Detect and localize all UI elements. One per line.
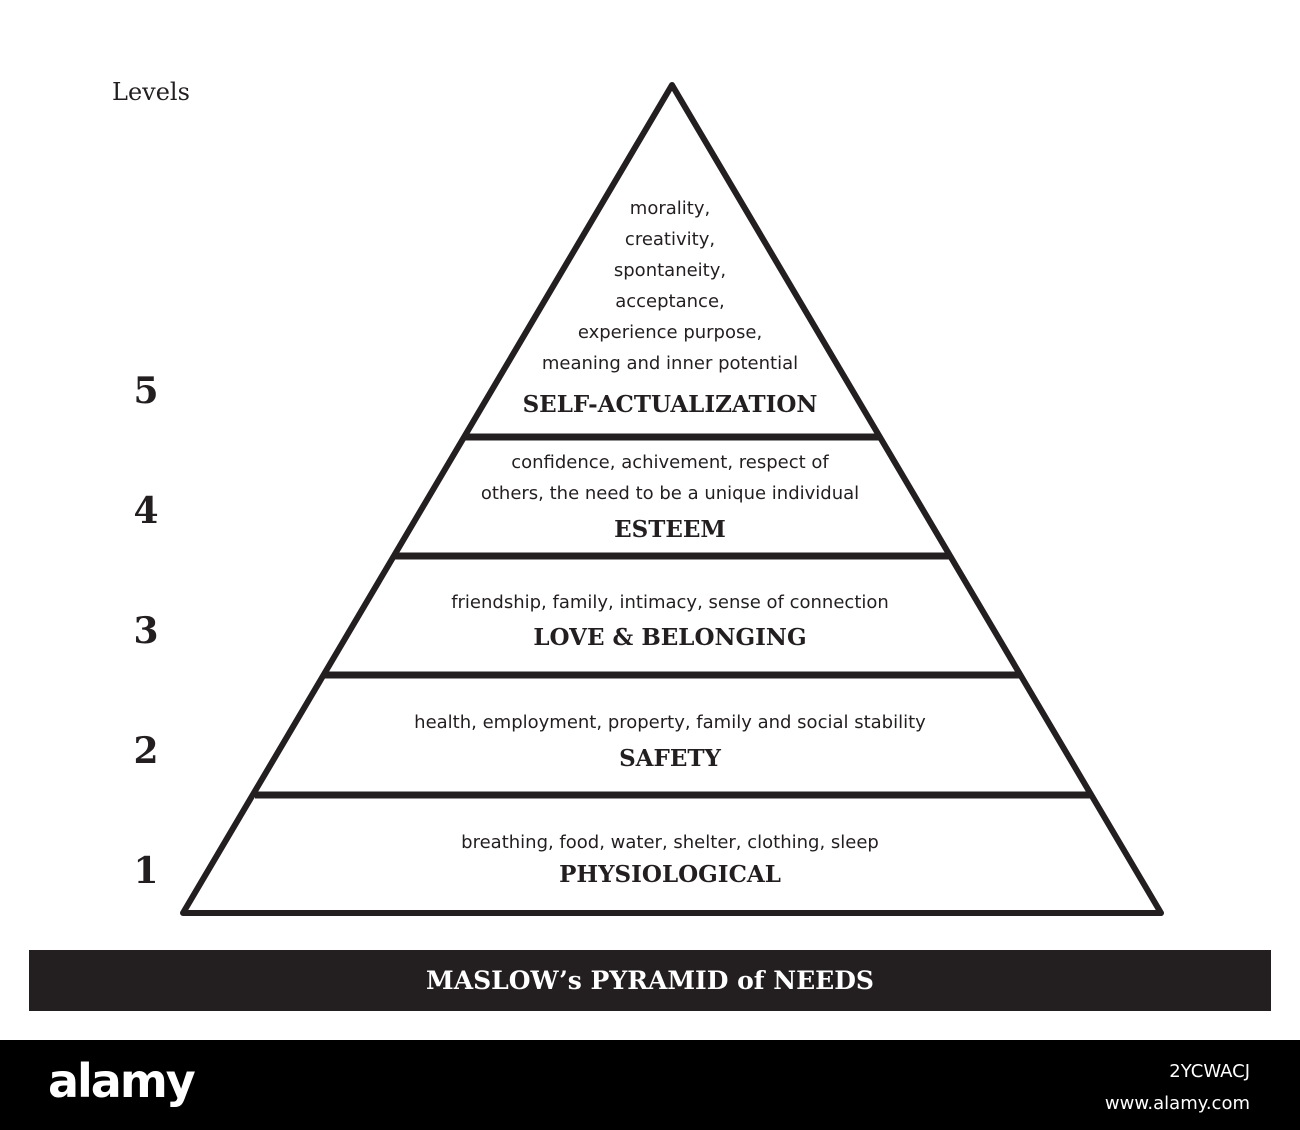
tier-1-description: breathing, food, water, shelter, clothin… (461, 832, 879, 853)
image-id: 2YCWACJ (1169, 1061, 1250, 1082)
levels-heading: Levels (112, 78, 190, 106)
tier-4-name: ESTEEM (614, 516, 726, 543)
tier-4-description: confidence, achivement, respect of other… (300, 447, 1040, 509)
stock-footer: alamy 2YCWACJ www.alamy.com (0, 1040, 1300, 1130)
brand-logo: alamy (48, 1054, 196, 1108)
level-number-2: 2 (133, 730, 159, 772)
tier-5-description-line: meaning and inner potential (541, 353, 799, 374)
tier-5-description-line: spontaneity, (613, 260, 727, 281)
diagram-title: MASLOW’s PYRAMID of NEEDS (426, 966, 874, 995)
tier-2-description: health, employment, property, family and… (414, 712, 926, 733)
level-number-1: 1 (133, 850, 159, 892)
pyramid-outline (180, 82, 1164, 916)
tier-5-description-line: acceptance, (615, 291, 725, 312)
tier-2-name: SAFETY (619, 745, 721, 772)
tier-3-name: LOVE & BELONGING (533, 624, 807, 651)
tier-4-description-line: others, the need to be a unique individu… (480, 483, 860, 504)
level-number-3: 3 (133, 610, 159, 652)
level-number-5: 5 (133, 370, 159, 412)
level-number-4: 4 (133, 490, 159, 532)
tier-5-description-line: morality, (629, 198, 711, 219)
tier-3-description: friendship, family, intimacy, sense of c… (451, 592, 889, 613)
tier-5-name: SELF-ACTUALIZATION (522, 391, 818, 418)
tier-5-description-line: creativity, (624, 229, 716, 250)
site-url: www.alamy.com (1104, 1093, 1250, 1114)
tier-4-description-line: confidence, achivement, respect of (511, 452, 829, 473)
tier-5-description-line: experience purpose, (577, 322, 763, 343)
diagram-title-bar: MASLOW’s PYRAMID of NEEDS (29, 950, 1271, 1011)
tier-5-description: morality, creativity, spontaneity, accep… (300, 193, 1040, 379)
tier-1-name: PHYSIOLOGICAL (559, 861, 781, 888)
